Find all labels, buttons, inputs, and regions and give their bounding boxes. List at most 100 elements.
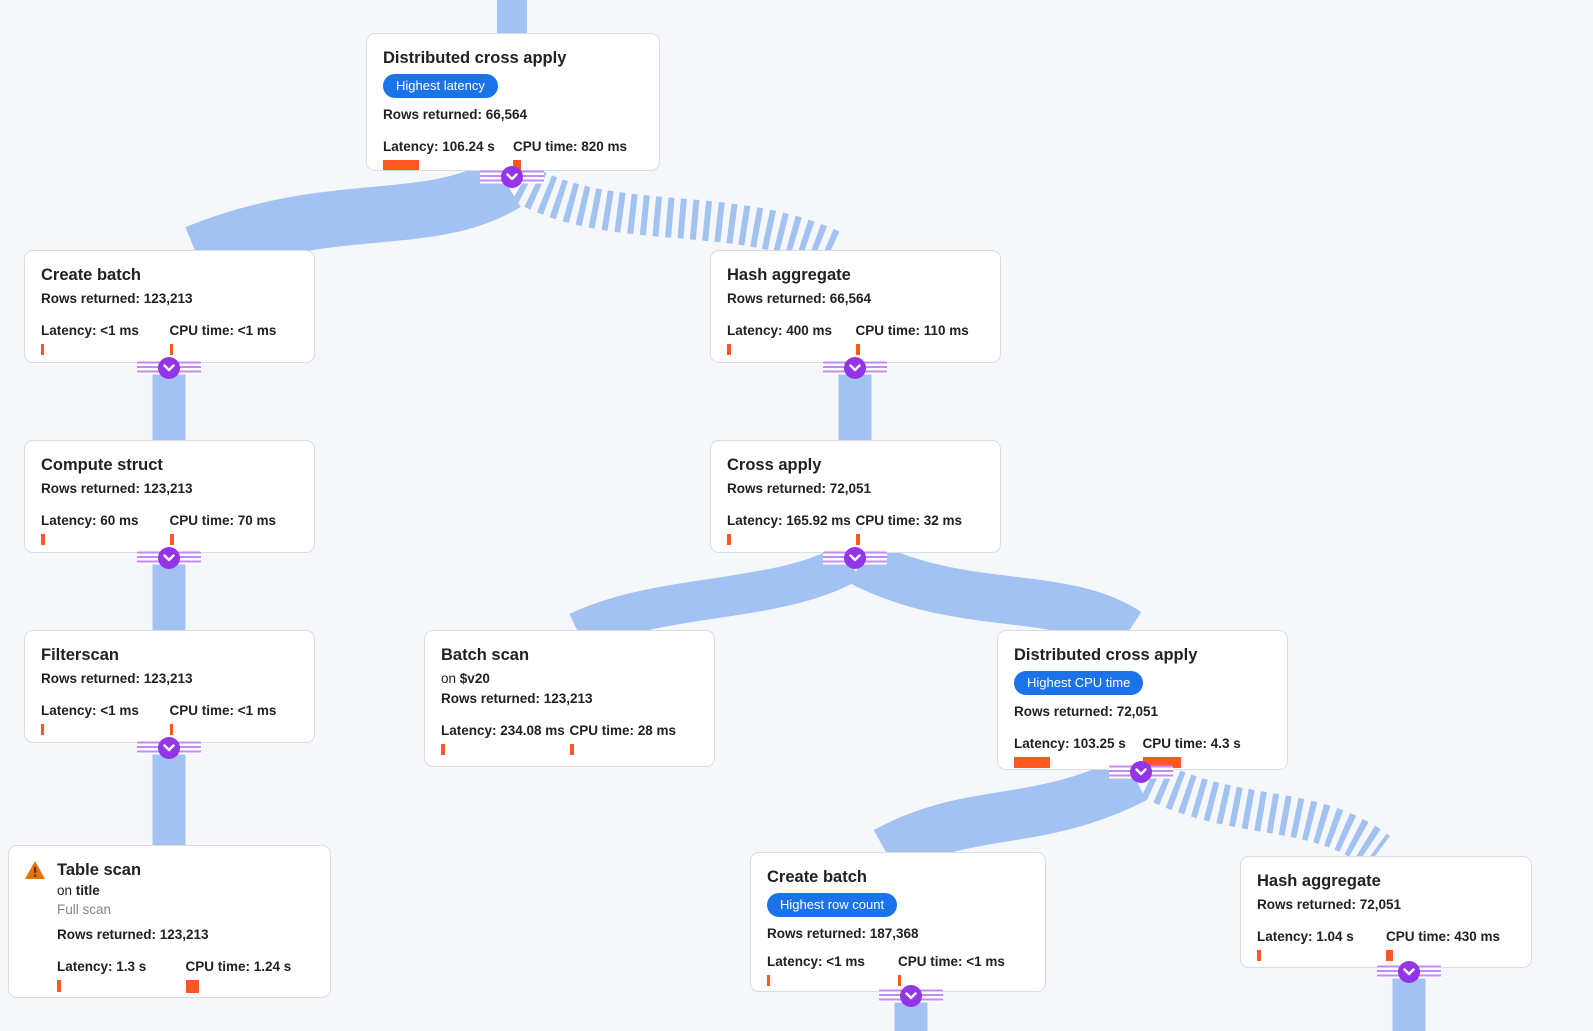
node-title: Distributed cross apply	[1014, 646, 1198, 664]
cpu-time-label: CPU time: 28 ms	[569, 723, 677, 738]
edge-dca-top-to-create-batch	[185, 158, 521, 279]
latency-label: Latency: 234.08 ms	[441, 723, 565, 738]
latency-label: Latency: 400 ms	[727, 323, 833, 338]
connector-compute-struct	[137, 547, 201, 569]
scan-target: on $v20	[441, 671, 490, 686]
plan-node-distributed-cross-apply-top[interactable]: Distributed cross apply Highest latency …	[366, 33, 660, 172]
cpu-time-bar	[855, 534, 860, 545]
plan-node-filterscan[interactable]: Filterscan Rows returned: 123,213 Latenc…	[24, 630, 315, 743]
edge-dca-right-to-create-batch-2	[873, 755, 1147, 875]
plan-node-create-batch-2[interactable]: Create batch Highest row count Rows retu…	[750, 852, 1046, 992]
plan-node-cross-apply[interactable]: Cross apply Rows returned: 72,051 Latenc…	[710, 440, 1001, 553]
chevron-down-icon	[506, 173, 518, 181]
latency-bar	[1014, 757, 1050, 768]
connector-dca-right	[1109, 761, 1173, 783]
cpu-time-bar	[1142, 757, 1181, 768]
node-title: Hash aggregate	[1257, 872, 1381, 890]
connector-create-batch-1	[137, 357, 201, 379]
plan-node-distributed-cross-apply-right[interactable]: Distributed cross apply Highest CPU time…	[997, 630, 1288, 770]
latency-bar	[1257, 950, 1261, 961]
node-title: Create batch	[41, 266, 141, 284]
cpu-time-bar	[169, 724, 173, 735]
cpu-time-bar	[855, 344, 860, 355]
node-title: Hash aggregate	[727, 266, 851, 284]
node-title: Create batch	[767, 868, 867, 886]
latency-label: Latency: 1.04 s	[1257, 929, 1354, 944]
cpu-time-label: CPU time: 430 ms	[1386, 929, 1501, 944]
latency-bar	[727, 344, 731, 355]
connector-create-batch-2	[879, 985, 943, 1007]
collapse-children-button[interactable]	[158, 547, 180, 569]
latency-bar	[727, 534, 731, 545]
collapse-children-button[interactable]	[158, 357, 180, 379]
chevron-down-icon	[163, 744, 175, 752]
chevron-down-icon	[1135, 768, 1147, 776]
chevron-down-icon	[1403, 968, 1415, 976]
highest-row-count-badge: Highest row count	[767, 893, 898, 917]
chevron-down-icon	[849, 554, 861, 562]
cpu-time-label: CPU time: <1 ms	[898, 954, 1005, 969]
collapse-children-button[interactable]	[501, 166, 523, 188]
latency-bar	[441, 744, 445, 755]
cpu-time-label: CPU time: <1 ms	[169, 323, 277, 338]
edge-dca-top-to-hash-aggregate	[512, 165, 845, 271]
chevron-down-icon	[905, 992, 917, 1000]
latency-label: Latency: 1.3 s	[57, 959, 147, 974]
node-title: Cross apply	[727, 456, 822, 474]
connector-cross-apply	[823, 547, 887, 569]
latency-label: Latency: 165.92 ms	[727, 513, 851, 528]
full-scan-note: Full scan	[57, 902, 112, 917]
chevron-down-icon	[163, 554, 175, 562]
plan-node-hash-aggregate-1[interactable]: Hash aggregate Rows returned: 66,564 Lat…	[710, 250, 1001, 363]
warning-icon	[25, 861, 45, 879]
collapse-children-button[interactable]	[900, 985, 922, 1007]
latency-label: Latency: <1 ms	[767, 954, 865, 969]
collapse-children-button[interactable]	[1130, 761, 1152, 783]
cpu-time-label: CPU time: 110 ms	[855, 323, 969, 338]
cpu-time-bar	[185, 980, 199, 993]
connector-dca-top	[480, 166, 544, 188]
latency-label: Latency: <1 ms	[41, 703, 139, 718]
plan-node-compute-struct[interactable]: Compute struct Rows returned: 123,213 La…	[24, 440, 315, 553]
cpu-time-bar	[569, 744, 574, 755]
node-title: Table scan	[57, 861, 142, 879]
edge-cross-apply-to-dca-right	[850, 540, 1142, 653]
plan-node-create-batch-1[interactable]: Create batch Rows returned: 123,213 Late…	[24, 250, 315, 363]
connector-hash-aggregate-2	[1377, 961, 1441, 983]
rows-returned: Rows returned: 66,564	[383, 107, 528, 122]
highest-latency-badge: Highest latency	[383, 74, 498, 98]
chevron-down-icon	[849, 364, 861, 372]
plan-node-hash-aggregate-2[interactable]: Hash aggregate Rows returned: 72,051 Lat…	[1240, 856, 1532, 968]
collapse-children-button[interactable]	[844, 357, 866, 379]
cpu-time-label: CPU time: 32 ms	[855, 513, 963, 528]
latency-bar	[767, 975, 770, 986]
rows-returned: Rows returned: 123,213	[41, 291, 193, 306]
latency-label: Latency: 106.24 s	[383, 139, 495, 154]
node-title: Batch scan	[441, 646, 530, 664]
cpu-time-label: CPU time: 820 ms	[513, 139, 628, 154]
cpu-time-bar	[1386, 950, 1393, 961]
collapse-children-button[interactable]	[1398, 961, 1420, 983]
connector-filterscan	[137, 737, 201, 759]
node-title: Compute struct	[41, 456, 163, 474]
latency-bar	[41, 534, 45, 545]
scan-target: on title	[57, 883, 100, 898]
plan-node-table-scan[interactable]: Table scan on title Full scan Rows retur…	[8, 845, 331, 998]
collapse-children-button[interactable]	[844, 547, 866, 569]
plan-node-batch-scan[interactable]: Batch scan on $v20 Rows returned: 123,21…	[424, 630, 715, 767]
cpu-time-label: CPU time: <1 ms	[169, 703, 277, 718]
rows-returned: Rows returned: 66,564	[727, 291, 872, 306]
cpu-time-label: CPU time: 1.24 s	[185, 959, 292, 974]
rows-returned: Rows returned: 72,051	[1257, 897, 1402, 912]
rows-returned: Rows returned: 123,213	[441, 691, 593, 706]
cpu-time-label: CPU time: 70 ms	[169, 513, 277, 528]
latency-bar	[383, 160, 419, 170]
chevron-down-icon	[163, 364, 175, 372]
latency-bar	[41, 724, 44, 735]
edge-cross-apply-to-batch-scan	[569, 544, 861, 651]
latency-label: Latency: <1 ms	[41, 323, 139, 338]
rows-returned: Rows returned: 187,368	[767, 926, 919, 941]
collapse-children-button[interactable]	[158, 737, 180, 759]
node-title: Filterscan	[41, 646, 119, 664]
